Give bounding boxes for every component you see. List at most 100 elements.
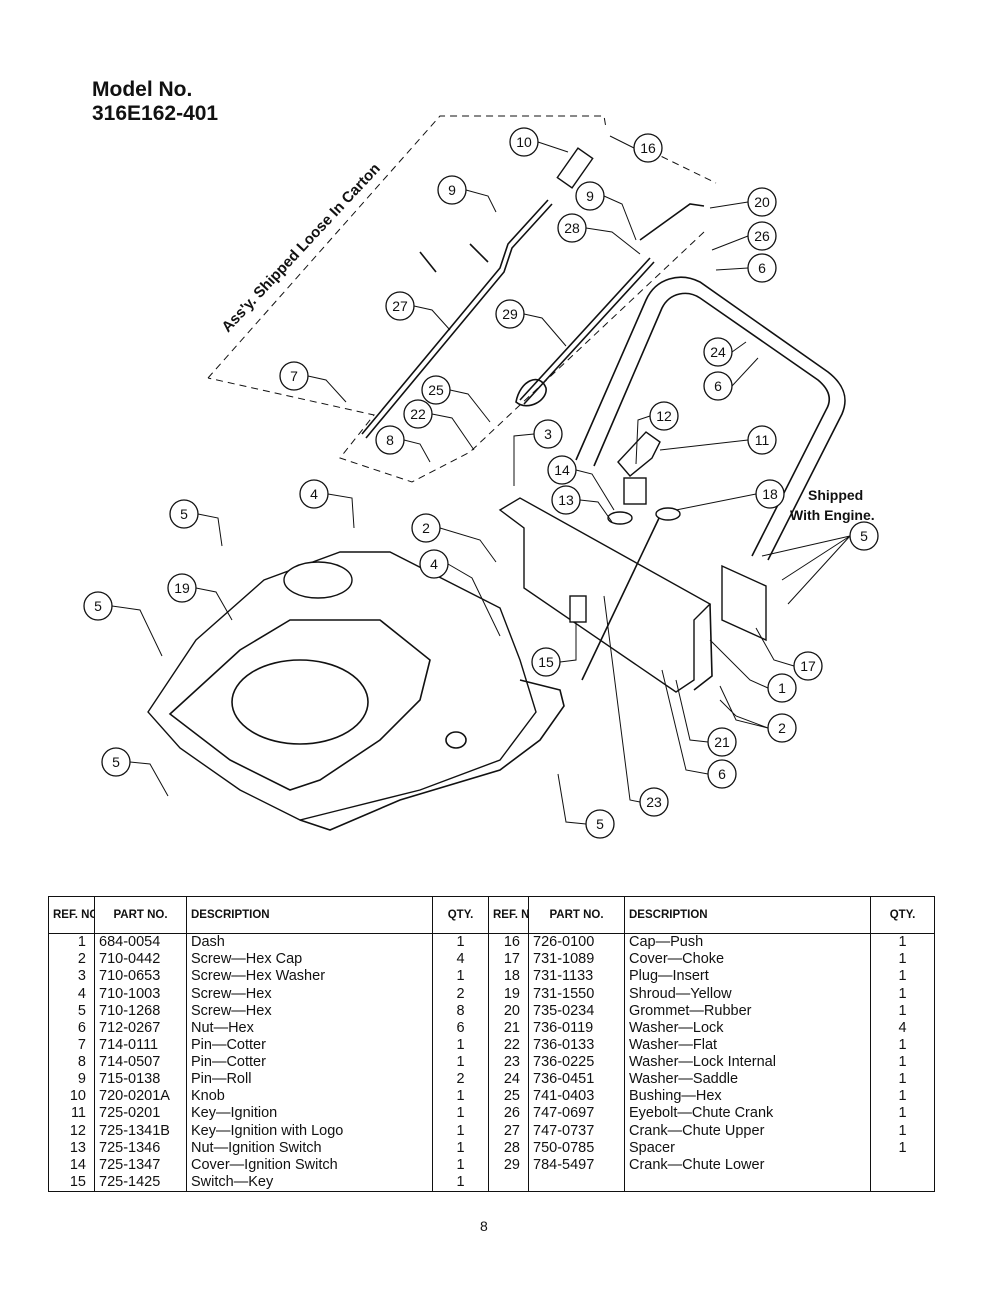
cell-right-ref: 26 bbox=[488, 1105, 529, 1123]
cell-right-qty: 1 bbox=[898, 1105, 907, 1122]
cell-left-desc: Screw—Hex bbox=[186, 985, 433, 1003]
cell-right-qty: 1 bbox=[898, 1139, 907, 1156]
cell-left-qty: 1 bbox=[432, 1105, 489, 1123]
cell-left-ref: 3 bbox=[48, 968, 95, 986]
choke-cover bbox=[721, 564, 767, 642]
svg-text:1: 1 bbox=[778, 680, 786, 696]
chute-crank-upper bbox=[361, 199, 549, 435]
cell-left-part: 725-1341B bbox=[94, 1122, 187, 1140]
cell-right-part: 784-5497 bbox=[528, 1156, 625, 1174]
cell-left-ref: 11 bbox=[48, 1105, 95, 1123]
page-number: 8 bbox=[480, 1218, 488, 1234]
cell-left-ref: 14 bbox=[48, 1156, 95, 1174]
cell-left-qty: 1 bbox=[432, 1173, 489, 1192]
callout-22: 22 bbox=[403, 399, 433, 429]
cell-right-desc: Crank—Chute Lower bbox=[624, 1156, 871, 1174]
cell-left-qty: 1 bbox=[432, 1122, 489, 1140]
callout-26: 26 bbox=[747, 221, 777, 251]
cell-right-part: 726-0100 bbox=[528, 933, 625, 952]
cell-right-part: 736-0119 bbox=[528, 1019, 625, 1037]
header-part-no-right: PART NO. bbox=[528, 896, 625, 934]
cell-left-qty: 1 bbox=[432, 1156, 489, 1174]
cell-right-ref: 20 bbox=[488, 1002, 529, 1020]
cell-left-desc: Screw—Hex Cap bbox=[186, 951, 433, 969]
svg-text:14: 14 bbox=[554, 462, 570, 478]
cell-right-qty: 1 bbox=[898, 1122, 907, 1139]
callout-4a: 4 bbox=[299, 479, 329, 509]
callout-18: 18 bbox=[755, 479, 785, 509]
engine-note-line-2: With Engine. bbox=[790, 507, 875, 523]
callout-19: 19 bbox=[167, 573, 197, 603]
callout-1: 1 bbox=[767, 673, 797, 703]
callout-6c: 6 bbox=[707, 759, 737, 789]
svg-text:6: 6 bbox=[718, 766, 726, 782]
rod bbox=[581, 515, 661, 681]
ignition-nut bbox=[607, 511, 633, 525]
svg-text:18: 18 bbox=[762, 486, 778, 502]
cell-left-part: 720-0201A bbox=[94, 1088, 187, 1106]
dash-panel bbox=[498, 497, 712, 693]
cell-right-ref: 18 bbox=[488, 968, 529, 986]
header-ref-no-right: REF. NO. bbox=[488, 896, 529, 934]
shroud-opening bbox=[231, 659, 369, 745]
header-ref-no-left: REF. NO. bbox=[48, 896, 95, 934]
header-description-left: DESCRIPTION bbox=[186, 896, 433, 934]
parts-list-table: REF. NO. PART NO. DESCRIPTION QTY. REF. … bbox=[48, 896, 935, 1192]
cell-left-desc: Nut—Hex bbox=[186, 1019, 433, 1037]
engine-note-line-1: Shipped bbox=[808, 487, 863, 503]
exploded-parts-diagram: Ass'y. Shipped Loose In Carton 10 16 9 9… bbox=[83, 115, 879, 839]
cell-right-ref: 27 bbox=[488, 1122, 529, 1140]
cell-right-desc: Spacer bbox=[624, 1139, 871, 1157]
svg-text:4: 4 bbox=[310, 486, 318, 502]
callout-21: 21 bbox=[707, 727, 737, 757]
cell-right-desc: Cover—Choke bbox=[624, 951, 871, 969]
cell-left-ref: 7 bbox=[48, 1036, 95, 1054]
cell-right-part: 741-0403 bbox=[528, 1088, 625, 1106]
callout-16: 16 bbox=[633, 133, 663, 163]
header-description-right: DESCRIPTION bbox=[624, 896, 871, 934]
cell-left-desc: Key—Ignition with Logo bbox=[186, 1122, 433, 1140]
svg-text:10: 10 bbox=[516, 134, 532, 150]
cell-right-part: 750-0785 bbox=[528, 1139, 625, 1157]
cell-right-qty: 1 bbox=[898, 1088, 907, 1105]
cell-left-ref: 6 bbox=[48, 1019, 95, 1037]
cell-right-desc: Eyebolt—Chute Crank bbox=[624, 1105, 871, 1123]
svg-text:22: 22 bbox=[410, 406, 426, 422]
cell-right-desc: Shroud—Yellow bbox=[624, 985, 871, 1003]
cell-left-qty: 2 bbox=[432, 1071, 489, 1089]
cell-left-qty: 8 bbox=[432, 1002, 489, 1020]
cell-right-part: 731-1133 bbox=[528, 968, 625, 986]
svg-text:21: 21 bbox=[714, 734, 730, 750]
callout-17: 17 bbox=[793, 651, 823, 681]
cell-right-qty: 4 bbox=[898, 1019, 907, 1036]
callout-24: 24 bbox=[703, 337, 733, 367]
cell-right-part: 747-0697 bbox=[528, 1105, 625, 1123]
svg-text:29: 29 bbox=[502, 306, 518, 322]
carton-assembly-outline bbox=[207, 115, 717, 483]
cell-left-qty: 4 bbox=[432, 951, 489, 969]
svg-text:28: 28 bbox=[564, 220, 580, 236]
cell-left-part: 725-1425 bbox=[94, 1173, 187, 1192]
svg-text:2: 2 bbox=[778, 720, 786, 736]
cell-right-desc: Washer—Flat bbox=[624, 1036, 871, 1054]
cell-left-ref: 2 bbox=[48, 951, 95, 969]
cell-right-part bbox=[528, 1173, 625, 1192]
svg-text:15: 15 bbox=[538, 654, 554, 670]
cell-left-desc: Pin—Cotter bbox=[186, 1036, 433, 1054]
header-qty-right: QTY. bbox=[870, 896, 935, 934]
cell-left-ref: 13 bbox=[48, 1139, 95, 1157]
callout-5e: 5 bbox=[585, 809, 615, 839]
svg-text:26: 26 bbox=[754, 228, 770, 244]
cell-right-desc: Grommet—Rubber bbox=[624, 1002, 871, 1020]
cell-left-desc: Nut—Ignition Switch bbox=[186, 1139, 433, 1157]
cell-right-qty: 1 bbox=[898, 985, 907, 1002]
handle bbox=[575, 276, 846, 561]
svg-text:5: 5 bbox=[112, 754, 120, 770]
svg-text:19: 19 bbox=[174, 580, 190, 596]
